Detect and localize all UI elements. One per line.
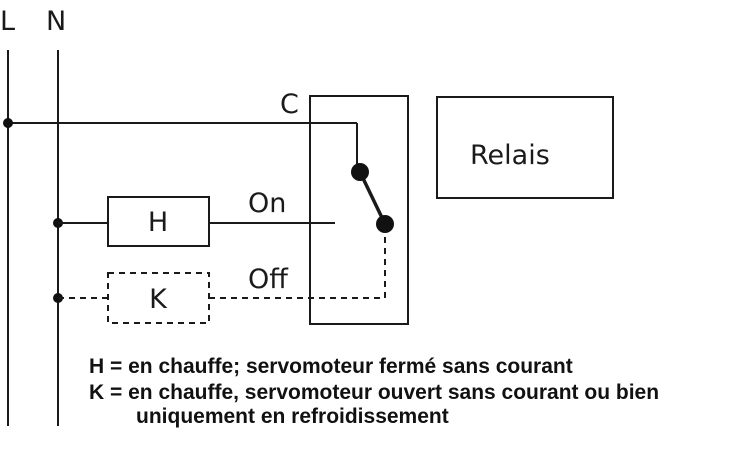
relay-label: Relais: [470, 140, 550, 171]
line-junction-node: [3, 118, 13, 128]
legend-line-k: K = en chauffe, servomoteur ouvert sans …: [89, 381, 659, 404]
h-component-label: H: [148, 207, 168, 238]
switch-lever: [358, 171, 387, 225]
on-label: On: [248, 188, 286, 219]
legend-line-k-continued: uniquement en refroidissement: [136, 405, 449, 428]
legend-line-h: H = en chauffe; servomoteur fermé sans c…: [89, 355, 573, 378]
relay-box: [436, 96, 614, 199]
neutral-rail-label: N: [46, 6, 66, 37]
switch-moving-contact: [376, 215, 394, 233]
k-component-label: K: [149, 284, 168, 315]
common-terminal-label: C: [280, 89, 299, 120]
off-label: Off: [248, 264, 289, 295]
off-wire: [209, 230, 386, 299]
switch-pivot-contact: [351, 163, 369, 181]
switch-housing: [309, 95, 409, 325]
h-component-box: [107, 196, 210, 247]
line-rail-label: L: [0, 6, 15, 37]
